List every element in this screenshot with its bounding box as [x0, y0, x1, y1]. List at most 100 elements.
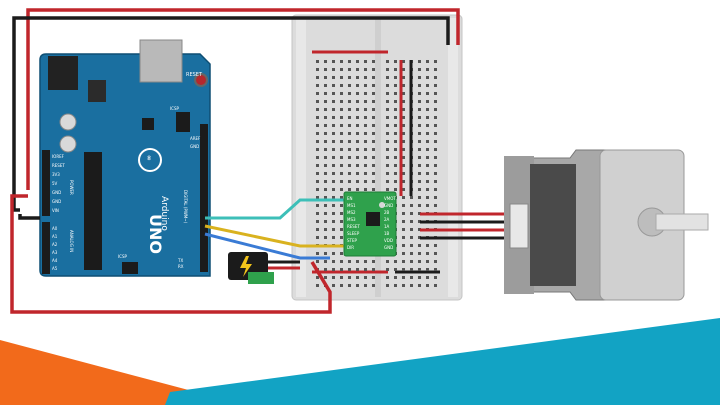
- breadboard-hole: [418, 116, 421, 119]
- breadboard-hole: [418, 228, 421, 231]
- orange-accent-band: [0, 340, 245, 405]
- breadboard-hole: [340, 268, 343, 271]
- breadboard-hole: [386, 276, 389, 279]
- digital-label: DIGITAL (PWM~): [183, 190, 188, 224]
- breadboard-hole: [434, 188, 437, 191]
- breadboard-hole: [348, 268, 351, 271]
- breadboard-hole: [364, 84, 367, 87]
- breadboard-hole: [340, 252, 343, 255]
- breadboard-hole: [402, 276, 405, 279]
- breadboard-hole: [386, 140, 389, 143]
- breadboard-hole: [340, 76, 343, 79]
- breadboard-hole: [316, 148, 319, 151]
- breadboard-hole: [324, 276, 327, 279]
- breadboard-hole: [324, 228, 327, 231]
- driver-pin-left: MS3: [347, 217, 356, 222]
- breadboard-hole: [356, 60, 359, 63]
- breadboard-hole: [364, 276, 367, 279]
- breadboard-hole: [324, 268, 327, 271]
- breadboard-hole: [324, 180, 327, 183]
- breadboard-hole: [426, 244, 429, 247]
- driver-pin-right: GND: [384, 203, 393, 208]
- breadboard-hole: [418, 268, 421, 271]
- breadboard-hole: [394, 284, 397, 287]
- breadboard-hole: [332, 156, 335, 159]
- breadboard-hole: [372, 76, 375, 79]
- breadboard-hole: [418, 108, 421, 111]
- breadboard-hole: [324, 60, 327, 63]
- wire-black-top: [12, 16, 450, 212]
- breadboard-hole: [386, 84, 389, 87]
- breadboard-hole: [340, 116, 343, 119]
- breadboard-hole: [332, 180, 335, 183]
- breadboard-hole: [332, 220, 335, 223]
- arduino-logo: ∞: [138, 148, 162, 172]
- breadboard-hole: [434, 276, 437, 279]
- breadboard-hole: [332, 76, 335, 79]
- breadboard-hole: [418, 204, 421, 207]
- breadboard-hole: [434, 204, 437, 207]
- driver-pin-right: 1B: [384, 231, 390, 236]
- breadboard-hole: [348, 276, 351, 279]
- breadboard-hole: [426, 172, 429, 175]
- icsp-header-top: [176, 112, 190, 132]
- breadboard-hole: [426, 76, 429, 79]
- breadboard-hole: [402, 204, 405, 207]
- breadboard-hole: [434, 244, 437, 247]
- breadboard-hole: [356, 268, 359, 271]
- breadboard-hole: [386, 172, 389, 175]
- breadboard-hole: [340, 132, 343, 135]
- breadboard-hole: [324, 108, 327, 111]
- breadboard-hole: [332, 188, 335, 191]
- breadboard-hole: [418, 196, 421, 199]
- breadboard-hole: [340, 172, 343, 175]
- breadboard-hole: [332, 60, 335, 63]
- breadboard-hole: [434, 196, 437, 199]
- breadboard-hole: [332, 108, 335, 111]
- breadboard-hole: [364, 180, 367, 183]
- breadboard-hole: [324, 84, 327, 87]
- breadboard-hole: [340, 236, 343, 239]
- breadboard-hole: [426, 68, 429, 71]
- breadboard-hole: [402, 116, 405, 119]
- breadboard: [291, 14, 463, 301]
- breadboard-hole: [316, 188, 319, 191]
- breadboard-hole: [434, 108, 437, 111]
- breadboard-hole: [402, 244, 405, 247]
- breadboard-hole: [324, 124, 327, 127]
- breadboard-hole: [394, 172, 397, 175]
- breadboard-hole: [418, 284, 421, 287]
- breadboard-hole: [434, 68, 437, 71]
- breadboard-hole: [340, 180, 343, 183]
- driver-pin-left: EN: [347, 196, 353, 201]
- breadboard-hole: [348, 164, 351, 167]
- breadboard-hole: [324, 212, 327, 215]
- breadboard-hole: [402, 92, 405, 95]
- breadboard-hole: [434, 84, 437, 87]
- icsp-label: ICSP: [170, 106, 180, 111]
- breadboard-hole: [394, 116, 397, 119]
- breadboard-hole: [434, 268, 437, 271]
- breadboard-hole: [340, 284, 343, 287]
- breadboard-hole: [364, 148, 367, 151]
- breadboard-hole: [434, 260, 437, 263]
- wire-black-bottom: [18, 214, 40, 220]
- reset-button[interactable]: [194, 73, 208, 87]
- breadboard-hole: [426, 116, 429, 119]
- breadboard-hole: [316, 156, 319, 159]
- breadboard-hole: [410, 260, 413, 263]
- breadboard-hole: [426, 268, 429, 271]
- breadboard-hole: [386, 92, 389, 95]
- breadboard-hole: [372, 116, 375, 119]
- breadboard-hole: [340, 260, 343, 263]
- breadboard-hole: [418, 148, 421, 151]
- breadboard-hole: [434, 180, 437, 183]
- breadboard-hole: [324, 116, 327, 119]
- breadboard-hole: [418, 172, 421, 175]
- breadboard-hole: [348, 100, 351, 103]
- breadboard-hole: [426, 196, 429, 199]
- breadboard-hole: [394, 156, 397, 159]
- breadboard-hole: [402, 260, 405, 263]
- breadboard-hole: [316, 76, 319, 79]
- breadboard-hole: [402, 172, 405, 175]
